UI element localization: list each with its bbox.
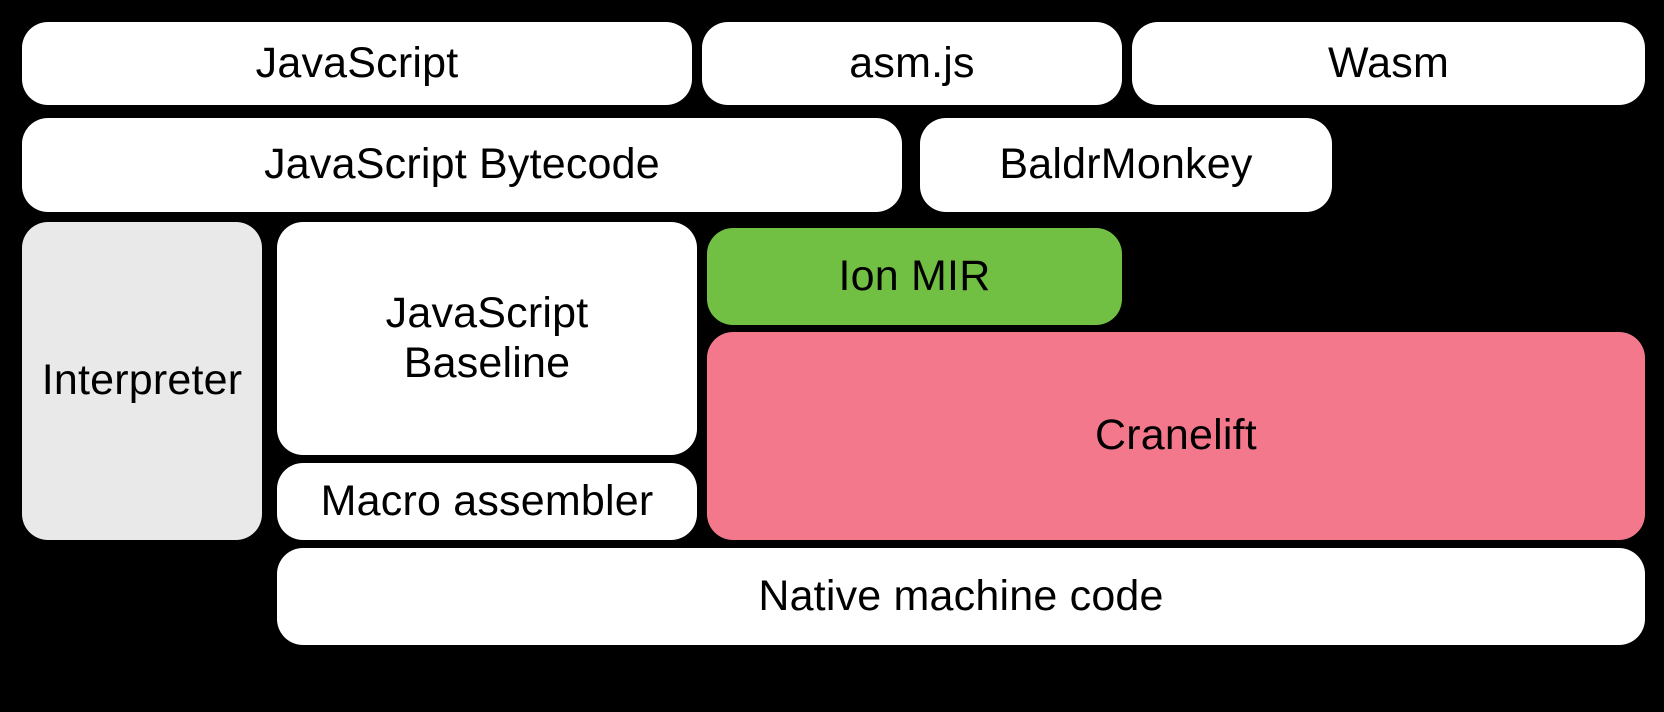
node-wasm: Wasm [1132,22,1645,105]
node-label-baldrmonkey: BaldrMonkey [999,140,1253,189]
node-baldrmonkey: BaldrMonkey [920,118,1332,212]
node-native-machine-code: Native machine code [277,548,1645,645]
node-label-javascript: JavaScript [255,38,459,87]
node-interpreter: Interpreter [22,222,262,540]
node-asm-js: asm.js [702,22,1122,105]
node-label-javascript-baseline: JavaScript Baseline [385,289,589,387]
node-label-cranelift: Cranelift [1095,411,1257,460]
node-javascript: JavaScript [22,22,692,105]
node-javascript-baseline: JavaScript Baseline [277,222,697,455]
node-label-asm-js: asm.js [849,38,975,87]
node-label-interpreter: Interpreter [41,356,243,405]
node-macro-assembler: Macro assembler [277,463,697,540]
node-cranelift: Cranelift [707,332,1645,540]
node-label-javascript-bytecode: JavaScript Bytecode [264,140,660,189]
node-label-macro-assembler: Macro assembler [320,476,654,525]
node-javascript-bytecode: JavaScript Bytecode [22,118,902,212]
node-label-native-machine-code: Native machine code [758,571,1164,620]
node-label-wasm: Wasm [1327,38,1450,87]
node-ion-mir: Ion MIR [707,228,1122,325]
node-label-ion-mir: Ion MIR [838,251,991,300]
